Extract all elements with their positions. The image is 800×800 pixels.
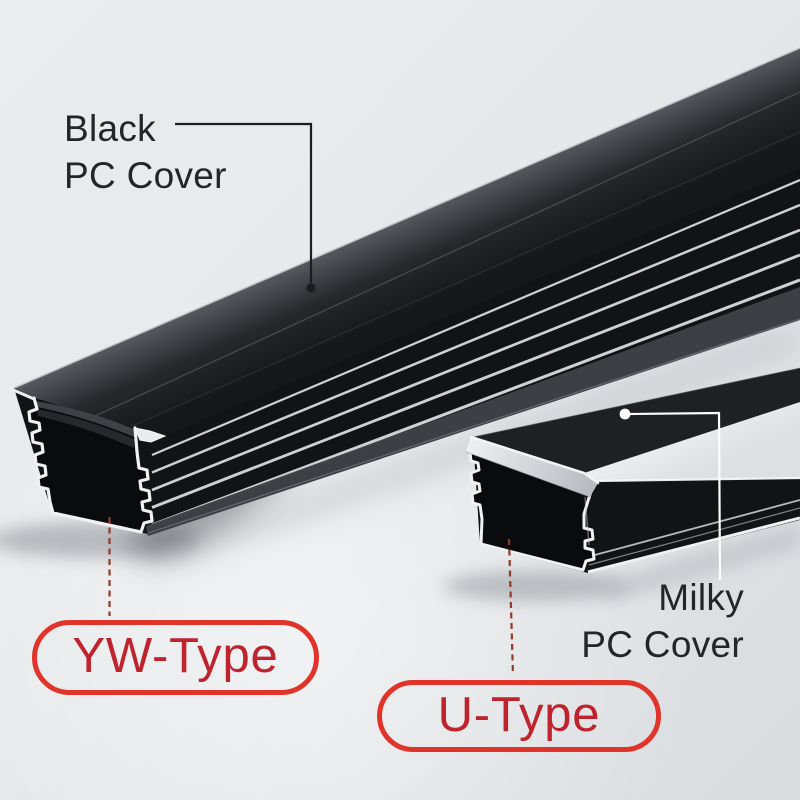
milky-pc-cover-label-line1: Milky (658, 577, 744, 618)
u-type-callout: U-Type (377, 680, 661, 752)
milky-leader-dot (619, 408, 631, 420)
yw-type-callout-text: YW-Type (72, 629, 279, 683)
u-type-dashed-leader (507, 538, 515, 676)
yw-type-callout: YW-Type (32, 620, 319, 695)
side-fin-highlights (151, 178, 800, 527)
black-pc-cover-label-line1: Black (64, 108, 156, 149)
milky-pc-cover-label: Milky PC Cover (581, 574, 744, 668)
milky-cover-leader-line (619, 408, 722, 581)
black-pc-cover-label-line2: PC Cover (64, 155, 227, 196)
black-cover-leader-line (175, 122, 316, 293)
yw-type-profile-photo (9, 47, 800, 536)
milky-pc-cover-label-line2: PC Cover (581, 624, 744, 665)
u-profile-end-face (465, 435, 600, 572)
yw-profile-end-face (9, 387, 167, 534)
black-pc-cover-label: Black PC Cover (64, 105, 227, 199)
black-leader-dot (306, 283, 316, 293)
u-type-callout-text: U-Type (437, 687, 601, 742)
